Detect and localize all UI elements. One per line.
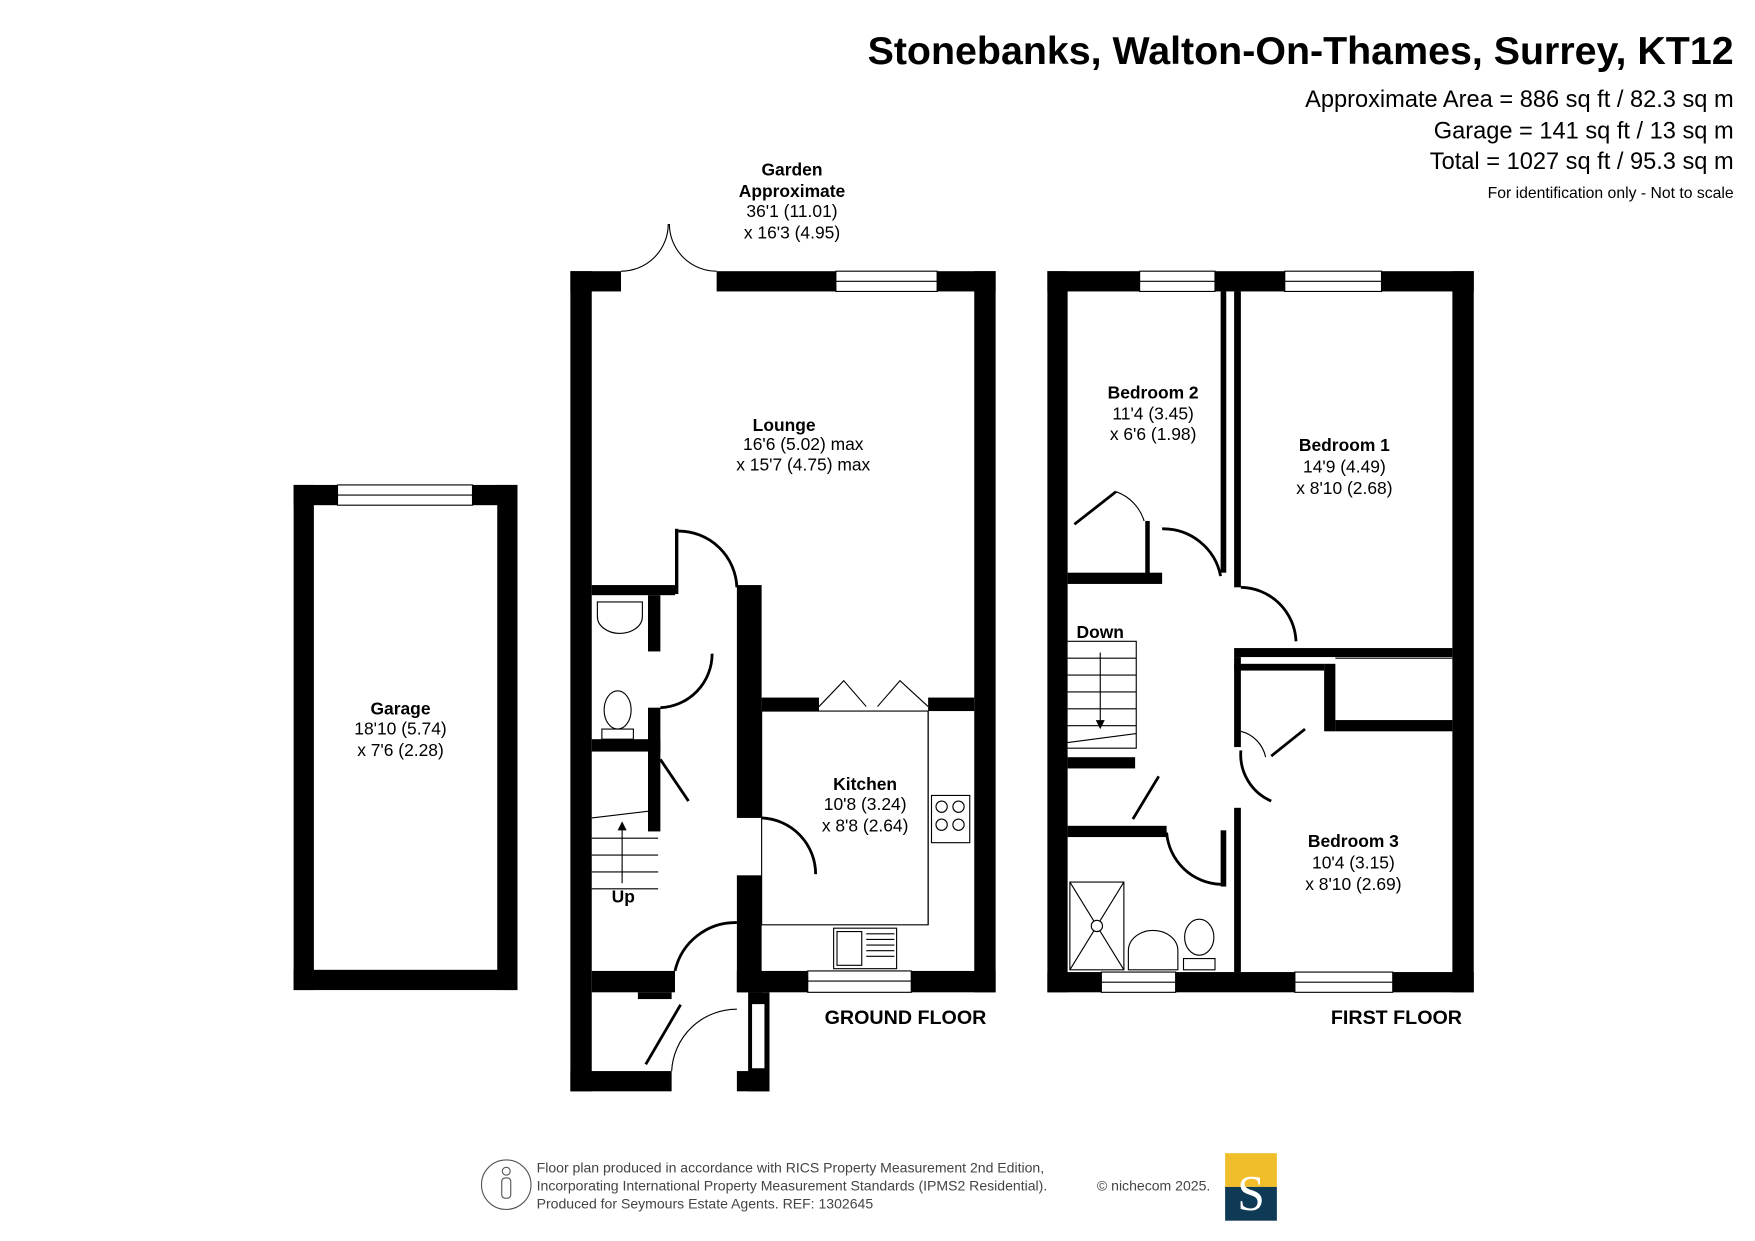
svg-text:18'10 (5.74): 18'10 (5.74) — [354, 719, 446, 739]
svg-text:x 8'10 (2.69): x 8'10 (2.69) — [1305, 874, 1401, 894]
room-bedroom-2: Bedroom 2 — [1108, 382, 1199, 402]
svg-text:Approximate: Approximate — [739, 181, 846, 201]
first-floor: Down Bedroom 2 11'4 (3.45) x 6'6 (1.98) … — [1047, 270, 1474, 1029]
room-kitchen: Kitchen — [833, 774, 897, 794]
svg-text:x 6'6 (1.98): x 6'6 (1.98) — [1110, 424, 1197, 444]
svg-text:Garage: Garage — [370, 698, 430, 718]
svg-text:Floor plan produced in accorda: Floor plan produced in accordance with R… — [537, 1159, 1045, 1175]
seymours-logo: S — [1225, 1153, 1277, 1221]
total-area: Total = 1027 sq ft / 95.3 sq m — [1430, 149, 1734, 175]
garden-label: Garden Approximate 36'1 (11.01) x 16'3 (… — [739, 160, 846, 243]
svg-text:x 8'10 (2.68): x 8'10 (2.68) — [1296, 478, 1392, 498]
ground-floor-label: GROUND FLOOR — [825, 1007, 987, 1029]
garage-area: Garage = 141 sq ft / 13 sq m — [1434, 118, 1734, 144]
room-bedroom-1: Bedroom 1 — [1299, 435, 1390, 455]
stairs-up: Up — [591, 809, 659, 906]
svg-text:x 7'6 (2.28): x 7'6 (2.28) — [357, 740, 444, 760]
svg-text:x 8'8 (2.64): x 8'8 (2.64) — [822, 815, 909, 835]
svg-text:11'4 (3.45): 11'4 (3.45) — [1112, 404, 1193, 424]
shower — [1069, 881, 1125, 971]
basin — [1127, 929, 1179, 971]
door — [678, 529, 739, 588]
french-doors — [620, 223, 717, 272]
approx-area: Approximate Area = 886 sq ft / 82.3 sq m — [1305, 87, 1734, 113]
svg-text:36'1 (11.01): 36'1 (11.01) — [746, 201, 837, 221]
toilet — [1184, 918, 1215, 956]
property-title: Stonebanks, Walton-On-Thames, Surrey, KT… — [868, 29, 1734, 73]
svg-text:S: S — [1237, 1165, 1265, 1220]
copyright: © nichecom 2025. — [1097, 1177, 1210, 1193]
svg-text:16'6 (5.02) max: 16'6 (5.02) max — [743, 434, 864, 454]
svg-text:x 15'7 (4.75) max: x 15'7 (4.75) max — [736, 454, 870, 474]
svg-text:10'8 (3.24): 10'8 (3.24) — [824, 794, 907, 814]
svg-text:Garden: Garden — [762, 160, 823, 180]
garage: Garage 18'10 (5.74) x 7'6 (2.28) — [293, 484, 518, 991]
svg-text:Produced for Seymours Estate A: Produced for Seymours Estate Agents. REF… — [537, 1195, 874, 1211]
toilet — [603, 690, 632, 730]
svg-text:10'4 (3.15): 10'4 (3.15) — [1312, 853, 1395, 873]
room-lounge: Lounge — [753, 415, 816, 435]
room-bedroom-3: Bedroom 3 — [1308, 831, 1399, 851]
person-icon — [480, 1159, 532, 1210]
svg-text:Down: Down — [1077, 622, 1124, 642]
svg-text:Up: Up — [612, 886, 635, 906]
svg-text:14'9 (4.49): 14'9 (4.49) — [1303, 457, 1386, 477]
first-floor-label: FIRST FLOOR — [1331, 1007, 1462, 1029]
footer: Floor plan produced in accordance with R… — [480, 1153, 1277, 1221]
svg-text:x 16'3 (4.95): x 16'3 (4.95) — [744, 223, 840, 243]
disclaimer: For identification only - Not to scale — [1488, 185, 1734, 202]
ground-floor: Up Lounge 16'6 (5.02) max x 15'7 (4.75) … — [570, 223, 996, 1092]
basin — [596, 601, 643, 634]
svg-text:Incorporating International Pr: Incorporating International Property Mea… — [537, 1177, 1048, 1193]
stairs-down: Down — [1067, 622, 1137, 749]
